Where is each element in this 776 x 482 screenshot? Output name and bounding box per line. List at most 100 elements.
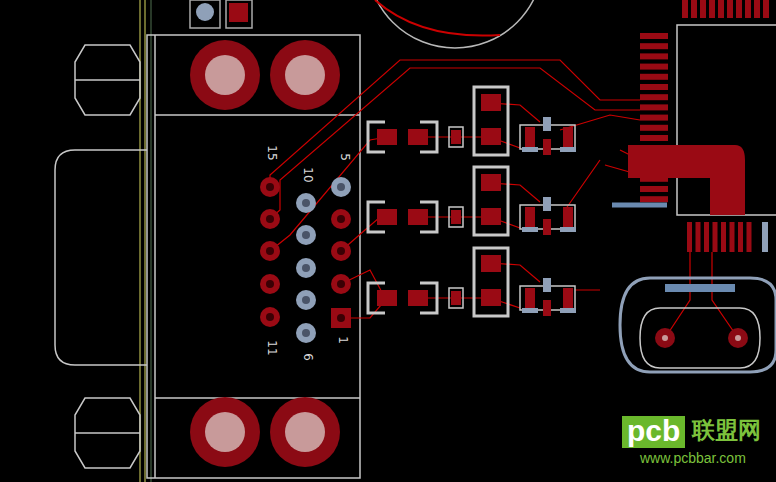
chip-pin xyxy=(762,222,768,252)
chip-pin xyxy=(640,94,668,100)
pin-hole xyxy=(266,215,274,223)
smd-pad xyxy=(522,308,538,313)
pin-hole xyxy=(302,296,310,304)
chip-pin xyxy=(704,222,709,252)
chip-pin xyxy=(747,222,752,252)
chip-pin xyxy=(754,0,760,18)
pin-pad xyxy=(260,274,280,294)
chip-pin xyxy=(736,0,742,18)
smd-pad xyxy=(522,147,538,152)
chip-pin xyxy=(640,33,668,39)
silk xyxy=(474,87,508,155)
pin-pad xyxy=(331,241,351,261)
smd-pad xyxy=(563,288,573,308)
silk xyxy=(449,207,463,227)
silk xyxy=(449,127,463,147)
pin-hole xyxy=(302,264,310,272)
pin-pad xyxy=(296,290,316,310)
chip-pin xyxy=(713,222,718,252)
smd-pad xyxy=(543,278,551,292)
smd-pad xyxy=(377,290,397,306)
pin-pad xyxy=(296,323,316,343)
smd-pad xyxy=(543,219,551,235)
smd-pad xyxy=(408,209,428,225)
pin-hole xyxy=(337,314,345,322)
smd-pad xyxy=(563,207,573,227)
watermark: 联盟网 xyxy=(692,419,761,442)
smd-pad xyxy=(481,94,501,111)
pin-hole xyxy=(266,313,274,321)
pin-hole xyxy=(302,231,310,239)
smd-pad xyxy=(522,227,538,232)
smd-pad xyxy=(525,207,535,227)
chip-pin xyxy=(640,115,668,121)
smd-pad xyxy=(481,128,501,145)
chip-pin xyxy=(640,84,668,90)
chip-pin xyxy=(709,0,715,18)
chip-pin xyxy=(721,222,726,252)
chip-pin xyxy=(696,222,701,252)
chip-pin xyxy=(763,0,769,18)
pin-pad xyxy=(296,225,316,245)
pin-number: 1 xyxy=(337,336,349,344)
chip-pin xyxy=(687,222,692,252)
pin-hole xyxy=(337,247,345,255)
silk xyxy=(449,288,463,308)
pin-hole xyxy=(337,280,345,288)
pin-hole xyxy=(266,247,274,255)
chip-pin xyxy=(730,222,735,252)
pin-hole xyxy=(337,183,345,191)
smd-pad xyxy=(481,289,501,306)
pin-number: 6 xyxy=(302,353,314,361)
chip-pin xyxy=(640,104,668,110)
smd-pad xyxy=(525,288,535,308)
pin-hole xyxy=(266,280,274,288)
smd-pad xyxy=(560,308,576,313)
smd-pad xyxy=(481,174,501,191)
smd-pad xyxy=(543,117,551,131)
chip-pin xyxy=(640,125,668,131)
chip-pin xyxy=(640,43,668,49)
smd-pad xyxy=(377,129,397,145)
smd-pad xyxy=(543,197,551,211)
pin-pad xyxy=(331,308,351,328)
watermark: www.pcbbar.com xyxy=(640,451,746,465)
pin-pad xyxy=(260,241,280,261)
smd-pad xyxy=(451,210,461,224)
pin-pad xyxy=(260,177,280,197)
chip-pin xyxy=(738,222,743,252)
chip-pin xyxy=(640,186,668,192)
pin-pad xyxy=(331,274,351,294)
smd-pad xyxy=(408,290,428,306)
pin-number: 10 xyxy=(302,167,314,182)
pin-hole xyxy=(302,199,310,207)
pin-pad xyxy=(331,209,351,229)
smd-pad xyxy=(543,139,551,155)
chip-pin xyxy=(640,74,668,80)
chip-pin xyxy=(718,0,724,18)
chip-pin xyxy=(640,53,668,59)
chip-pin xyxy=(745,0,751,18)
pin-pad xyxy=(260,307,280,327)
pin-pad xyxy=(296,193,316,213)
smd-pad xyxy=(560,227,576,232)
pin-number: 11 xyxy=(266,340,278,355)
chip-pin xyxy=(682,0,688,18)
smd-pad xyxy=(560,147,576,152)
smd-pad xyxy=(408,129,428,145)
pin-hole xyxy=(337,215,345,223)
smd-pad xyxy=(481,255,501,272)
chip-pin xyxy=(640,196,668,202)
smd-pad xyxy=(543,300,551,316)
chip-pin xyxy=(640,135,668,141)
pin-pad xyxy=(296,258,316,278)
smd-pad xyxy=(377,209,397,225)
silk xyxy=(474,167,508,235)
pin-number: 15 xyxy=(266,145,278,160)
pin-number: 5 xyxy=(339,153,351,161)
chip-pin xyxy=(727,0,733,18)
pin-hole xyxy=(266,183,274,191)
smd-pad xyxy=(451,130,461,144)
pin-pad xyxy=(260,209,280,229)
